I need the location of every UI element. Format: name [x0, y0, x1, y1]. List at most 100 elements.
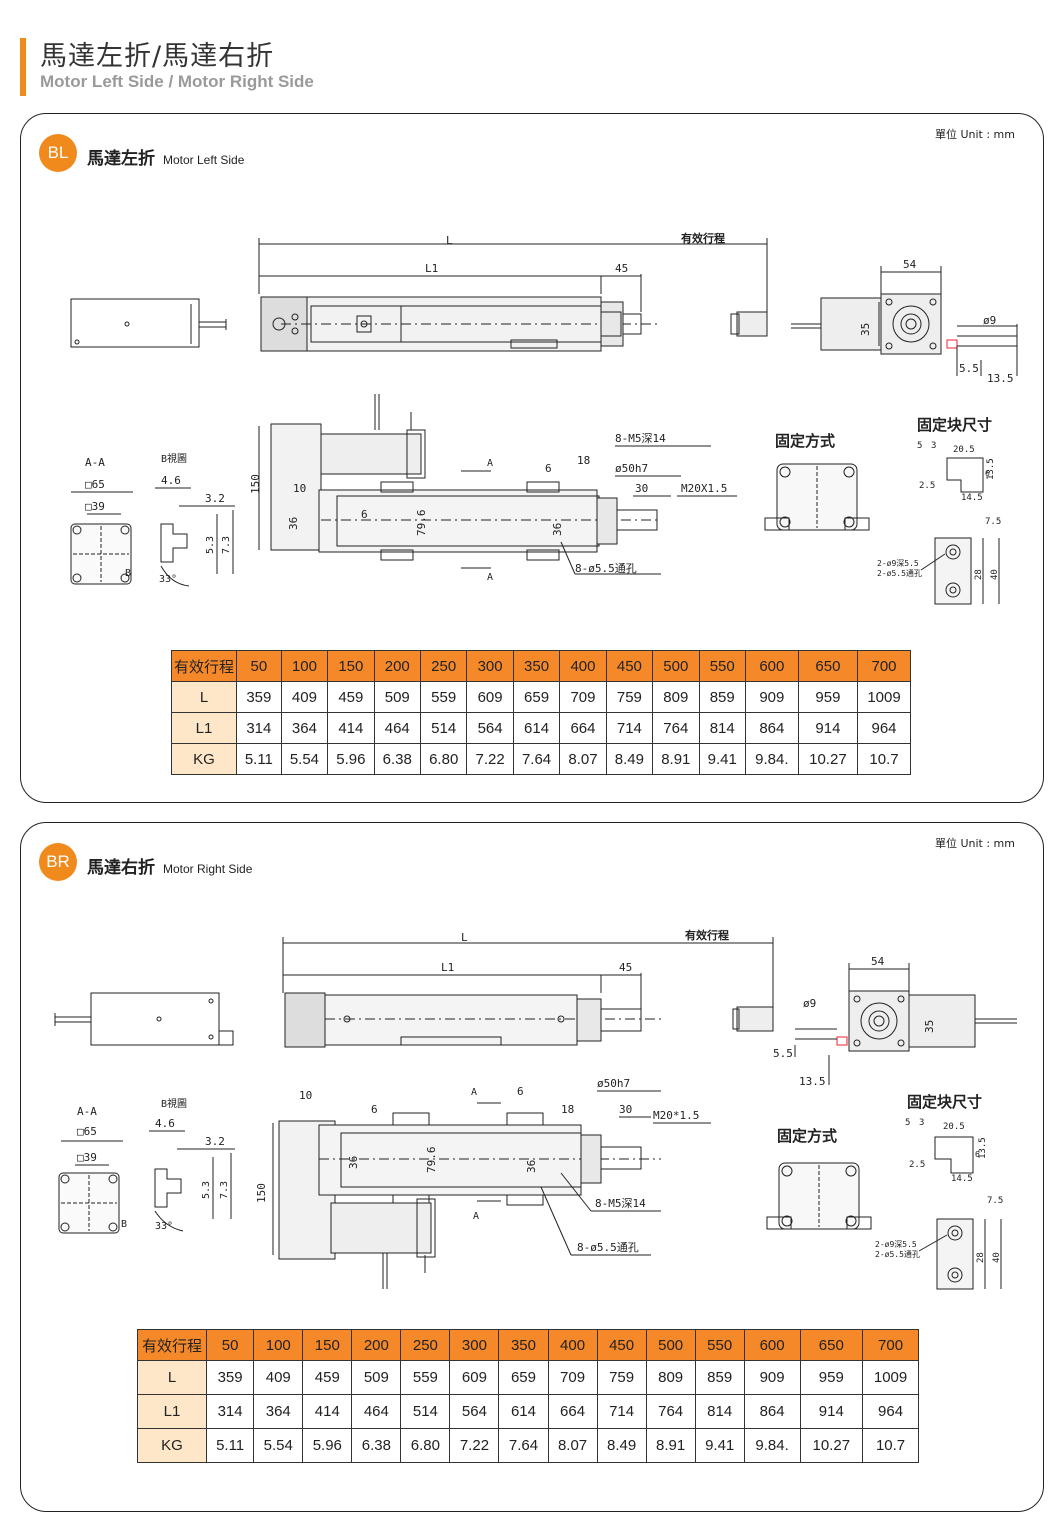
value-cell: 514 [400, 1394, 451, 1429]
dim-36-left: 36 [347, 1156, 360, 1169]
dim-5-3: 5.3 [201, 1181, 212, 1199]
stroke-cell: 550 [698, 650, 746, 682]
dim-6-left: 6 [371, 1103, 378, 1116]
value-cell: 564 [449, 1394, 500, 1429]
dim-10: 10 [299, 1089, 312, 1102]
value-cell: 664 [547, 1394, 598, 1429]
end-view: ø9 54 35 5.5 13.5 [773, 955, 1017, 1088]
motor-box-side [54, 992, 234, 1046]
page-subtitle: Motor Left Side / Motor Right Side [40, 72, 314, 91]
dim-7-3: 7.3 [221, 536, 232, 554]
value-cell: 5.96 [302, 1428, 353, 1463]
label-cb1: 2-ø9深5.5 [875, 1240, 917, 1249]
value-cell: 359 [236, 681, 282, 713]
value-cell: 314 [236, 712, 282, 744]
label-aa: A-A [77, 1105, 97, 1118]
unit-label: 單位 Unit : mm [934, 128, 1015, 141]
dim-b20-5: 20.5 [953, 445, 975, 455]
drawing-motor-right: L 有效行程 L1 45 ø9 54 35 [54, 928, 1017, 1290]
label-mount: 固定方式 [777, 1127, 837, 1145]
stroke-cell: 250 [400, 1329, 451, 1361]
value-cell: 914 [797, 712, 859, 744]
rod-end-piece [730, 311, 768, 337]
actuator-top-view [284, 992, 661, 1048]
value-cell: 714 [605, 712, 654, 744]
value-cell: 509 [351, 1360, 402, 1395]
section-title-cn: 馬達右折 [87, 858, 155, 878]
value-cell: 9.41 [694, 1428, 745, 1463]
stroke-cell: 650 [799, 1329, 864, 1361]
value-cell: 764 [645, 1394, 696, 1429]
value-cell: 5.11 [236, 743, 282, 775]
section-title: 馬達右折 Motor Right Side [87, 853, 252, 878]
stroke-cell: 700 [857, 650, 911, 682]
dim-79-6: 79.6 [415, 510, 428, 537]
value-cell: 414 [327, 712, 375, 744]
value-cell: 959 [799, 1360, 864, 1395]
value-cell: 5.96 [327, 743, 375, 775]
value-cell: 564 [466, 712, 514, 744]
dim-L: L [461, 931, 468, 944]
dim-b2-5: 2.5 [909, 1160, 925, 1170]
header-accent-bar [20, 38, 26, 96]
value-cell: 359 [205, 1360, 255, 1395]
value-cell: 7.64 [512, 743, 561, 775]
value-cell: 5.54 [280, 743, 329, 775]
dim-30: 30 [635, 482, 648, 495]
stroke-cell: 500 [645, 1329, 696, 1361]
row-head: L [171, 681, 237, 713]
value-cell: 8.07 [547, 1428, 598, 1463]
dim-phi9: ø9 [803, 997, 816, 1010]
value-cell: 659 [498, 1360, 549, 1395]
value-cell: 559 [419, 681, 468, 713]
dim-b13-5: 13.5 [986, 458, 996, 480]
label-mount: 固定方式 [775, 432, 835, 450]
value-cell: 664 [559, 712, 607, 744]
dim-phi9: ø9 [983, 314, 996, 327]
dim-b6: 6 [985, 469, 990, 478]
section-title-en: Motor Right Side [163, 862, 253, 876]
label-B: B [125, 568, 131, 579]
value-cell: 364 [253, 1394, 304, 1429]
label-bview: B視圖 [161, 452, 187, 465]
dim-6-right: 6 [545, 462, 552, 475]
value-cell: 409 [253, 1360, 304, 1395]
dim-10: 10 [293, 482, 306, 495]
stroke-cell: 50 [236, 650, 282, 682]
dim-stroke: 有效行程 [685, 928, 729, 942]
value-cell: 7.22 [466, 743, 514, 775]
section-aa: A-A □65 □39 B [70, 456, 133, 585]
dim-36-right: 36 [551, 523, 564, 536]
stroke-cell: 450 [596, 1329, 647, 1361]
value-cell: 509 [373, 681, 421, 713]
stroke-cell: 200 [351, 1329, 402, 1361]
stroke-cell: 100 [280, 650, 329, 682]
value-cell: 609 [449, 1360, 500, 1395]
row-head: L1 [137, 1394, 207, 1429]
value-cell: 514 [419, 712, 468, 744]
section-aa: A-A □65 □39 B [58, 1105, 127, 1234]
value-cell: 9.84. [744, 743, 799, 775]
value-cell: 559 [400, 1360, 451, 1395]
dim-b14-5: 14.5 [961, 493, 983, 503]
dim-b7-5: 7.5 [987, 1196, 1003, 1206]
value-cell: 10.7 [862, 1428, 919, 1463]
value-cell: 464 [351, 1394, 402, 1429]
value-cell: 9.41 [698, 743, 746, 775]
section-mark-a-top: A [487, 458, 493, 469]
label-m20: M20*1.5 [653, 1109, 699, 1122]
section-badge: BR [39, 843, 77, 881]
row-head: L1 [171, 712, 237, 744]
value-cell: 414 [302, 1394, 353, 1429]
value-cell: 964 [857, 712, 911, 744]
dim-b5: 5 [905, 1118, 910, 1128]
value-cell: 5.11 [205, 1428, 255, 1463]
value-cell: 814 [694, 1394, 745, 1429]
table-corner: 有效行程 [171, 650, 237, 682]
dim-b40: 40 [992, 1252, 1002, 1263]
